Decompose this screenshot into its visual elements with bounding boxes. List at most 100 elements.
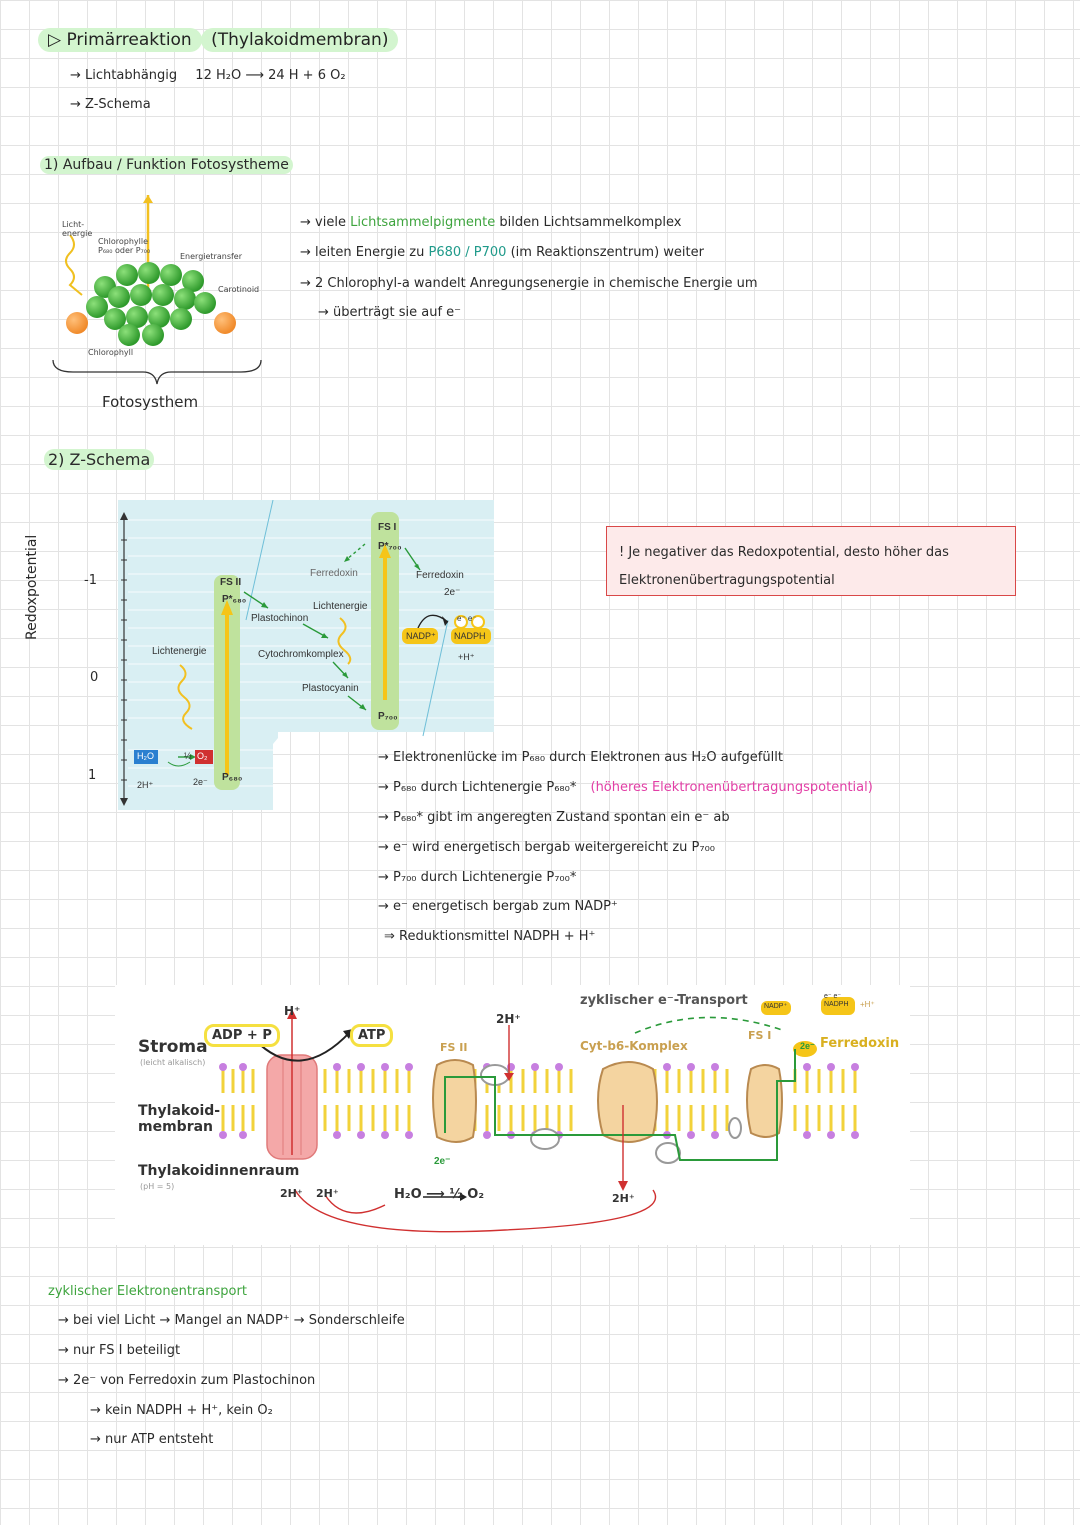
cyclic-line-4: → kein NADPH + H⁺, kein O₂ [90, 1403, 273, 1418]
cyclic-line-2: → nur FS I beteiligt [58, 1343, 181, 1358]
z-plastochinon: Plastochinon [251, 613, 309, 624]
carotinoid-right [214, 312, 236, 334]
cyclic-line-3: → 2e⁻ von Ferredoxin zum Plastochinon [58, 1373, 316, 1388]
innenraum-sub: (pH = 5) [140, 1182, 175, 1191]
water-equation: H₂O ⟶ ½ O₂ [394, 1187, 485, 1202]
z-lichtenergie-a: Lichtenergie [152, 646, 207, 657]
s2-bullet-6: → e⁻ energetisch bergab zum NADP⁺ [378, 899, 618, 914]
z-eminus: e⁻ e⁻ [457, 614, 477, 623]
z-p680-star: P*₆₈₀ [222, 594, 247, 605]
membrane-2e: 2e⁻ [434, 1156, 451, 1167]
fs2-complex [432, 1059, 477, 1143]
s2-bullet-1: → Elektronenlücke im P₆₈₀ durch Elektron… [378, 750, 783, 765]
water-split-equation: 12 H₂O ⟶ 24 H + 6 O₂ [195, 68, 346, 83]
z-plastocyanin: Plastocyanin [302, 683, 359, 694]
z-fs2-label: FS II [220, 577, 242, 588]
chlorophyll-cluster [86, 262, 216, 346]
membrane-hplus-right: +H⁺ [860, 1000, 875, 1009]
cyclic-line-5: → nur ATP entsteht [90, 1432, 214, 1447]
stroma-sub: (leicht alkalisch) [140, 1058, 206, 1067]
membrane-nadp: NADP⁺ [764, 1003, 788, 1010]
energietransfer-label: Energietransfer [180, 252, 243, 261]
z-ferredoxin-b: Ferredoxin [416, 570, 464, 581]
stroma-label: Stroma [138, 1037, 208, 1057]
cyt-label: Cyt-b6-Komplex [580, 1039, 688, 1053]
s2-bullet-5: → P₇₀₀ durch Lichtenergie P₇₀₀* [378, 870, 577, 885]
twoh-a: 2H⁺ [280, 1187, 303, 1200]
primary-heading: ▷ Primärreaktion (Thylakoidmembran) [38, 28, 399, 52]
adp-label: ADP + P [204, 1024, 280, 1047]
z-o2: O₂ [197, 751, 208, 761]
s1-bullet-2: → leiten Energie zu P680 / P700 (im Reak… [300, 245, 704, 260]
chlorophyll-label: Chlorophyll [88, 348, 134, 357]
z-fs1-label: FS I [378, 522, 397, 533]
primary-line-2: → Z-Schema [70, 97, 151, 112]
photosystem-figure [52, 195, 262, 385]
primary-title: ▷ Primärreaktion [38, 28, 202, 52]
light-dependent-label: → Lichtabhängig [70, 68, 178, 83]
s2-bullet-3: → P₆₈₀* gibt im angeregten Zustand spont… [378, 810, 730, 825]
light-energy-label: Licht- energie [62, 220, 93, 238]
redox-axis-label: Redoxpotential [24, 534, 40, 640]
z-hplus: +H⁺ [458, 652, 475, 662]
light-wave-2 [337, 617, 352, 665]
z-cytochrom: Cytochromkomplex [258, 649, 344, 660]
s2-bullet-7: ⇒ Reduktionsmittel NADPH + H⁺ [384, 929, 596, 944]
redox-note-box: ! Je negativer das Redoxpotential, desto… [606, 526, 1016, 596]
z-p680: P₆₈₀ [222, 772, 243, 783]
z-h2o: H₂O [137, 751, 154, 761]
tick-0: 0 [90, 670, 99, 685]
s1-bullet-1: → viele Lichtsammelpigmente bilden Licht… [300, 215, 682, 230]
membrane-diagram [215, 997, 875, 1233]
zyklisch-label: zyklischer e⁻-Transport [580, 993, 748, 1008]
s1-bullet-4: → überträgt sie auf e⁻ [318, 305, 462, 320]
cyclic-line-1: → bei viel Licht → Mangel an NADP⁺ → Son… [58, 1313, 405, 1328]
primary-subtitle: (Thylakoidmembran) [201, 28, 399, 52]
cyclic-heading: zyklischer Elektronentransport [48, 1284, 247, 1299]
hplus-top: H⁺ [284, 1004, 301, 1018]
chlorophylle-label: Chlorophylle P₆₈₀ oder P₇₀₀ [98, 237, 151, 255]
s2-bullet-2: → P₆₈₀ durch Lichtenergie P₆₈₀* (höheres… [378, 780, 873, 795]
divider-line-2 [422, 619, 449, 737]
z-two-e: 2e⁻ [444, 587, 461, 598]
light-wave-icon [65, 234, 83, 296]
cyt-complex [597, 1061, 658, 1143]
fs1-label: FS I [748, 1029, 772, 1042]
tick-1: 1 [88, 768, 97, 783]
electron-path [444, 1049, 796, 1161]
z-ferredoxin-a: Ferredoxin [310, 568, 358, 579]
s2-bullet-4: → e⁻ wird energetisch bergab weitergerei… [378, 840, 715, 855]
twoh-c: 2H⁺ [612, 1192, 635, 1205]
innenraum-label: Thylakoidinnenraum [138, 1163, 300, 1179]
membrane-2e-right: 2e⁻ [800, 1041, 815, 1051]
z-p700: P₇₀₀ [378, 711, 398, 722]
z-half: ½ [184, 751, 192, 761]
twoh-b: 2H⁺ [316, 1187, 339, 1200]
twoh-top: 2H⁺ [496, 1012, 521, 1026]
photosystem-caption: Fotosysthem [102, 393, 199, 411]
z-nadph: NADPH [454, 631, 486, 641]
carotinoid-left [66, 312, 88, 334]
primary-line-1: → Lichtabhängig 12 H₂O ⟶ 24 H + 6 O₂ [70, 68, 346, 83]
carotinoid-label: Carotinoid [218, 285, 260, 294]
fs2-label: FS II [440, 1041, 468, 1054]
redox-note-text: ! Je negativer das Redoxpotential, desto… [619, 545, 949, 588]
section2-heading: 2) Z-Schema [44, 449, 155, 470]
z-2e-small: 2e⁻ [193, 777, 208, 787]
fs1-complex [746, 1064, 783, 1138]
z-lichtenergie-b: Lichtenergie [313, 601, 368, 612]
s1-bullet-3: → 2 Chlorophyl-a wandelt Anregungsenergi… [300, 276, 758, 291]
membrane-nadph: e⁻ e⁻ NADPH [824, 993, 849, 1008]
section1-heading: 1) Aufbau / Funktion Fotosystheme [40, 156, 293, 174]
tick-minus-1: -1 [84, 573, 97, 588]
z-nadp: NADP⁺ [406, 631, 436, 641]
bracket [52, 359, 262, 385]
divider-line [245, 500, 274, 621]
ferredoxin-label: Ferredoxin [820, 1036, 900, 1051]
z-scheme-figure [118, 500, 494, 810]
z-2h: 2H⁺ [137, 780, 154, 790]
membran-label: Thylakoid- membran [138, 1103, 221, 1135]
atp-label: ATP [350, 1024, 394, 1047]
light-wave-1 [177, 664, 193, 730]
z-p700-star: P*₇₀₀ [378, 541, 402, 552]
